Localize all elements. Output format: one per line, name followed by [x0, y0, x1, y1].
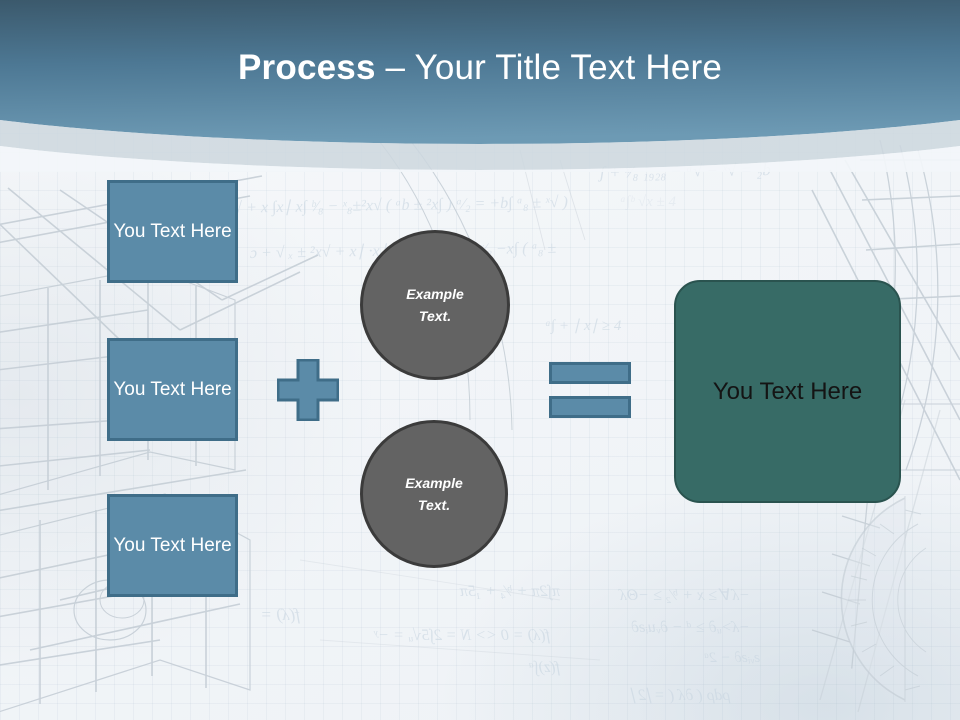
- header-shape: [0, 0, 960, 172]
- svg-text:f(ʎ) =: f(ʎ) =: [261, 605, 300, 624]
- equals-bar-bottom: [549, 396, 631, 418]
- example-circle-2[interactable]: Example Text.: [360, 420, 508, 568]
- input-box-1-label: You Text Here: [113, 220, 232, 242]
- svg-text:ρdρ ( ∂ʎ ( =∣2∣: ρdρ ( ∂ʎ ( =∣2∣: [630, 687, 731, 704]
- svg-text:f(ʎ) = 0 <> N = 2∫5√ᵤ = −ʸ: f(ʎ) = 0 <> N = 2∫5√ᵤ = −ʸ: [373, 627, 550, 645]
- svg-text:ƨᵥᵢƨ∂ − 2ᵃ: ƨᵥᵢƨ∂ − 2ᵃ: [703, 650, 760, 666]
- page-title: Process – Your Title Text Here: [0, 46, 960, 90]
- input-box-2-label: You Text Here: [113, 378, 232, 400]
- plus-operator-icon: [277, 359, 339, 421]
- example-circle-2-line2: Text.: [417, 497, 451, 513]
- title-bold-part: Process: [238, 48, 376, 87]
- input-box-3[interactable]: You Text Here: [107, 494, 238, 597]
- example-circle-1[interactable]: Example Text.: [360, 230, 510, 380]
- svg-text:−ʎ∀ ≥ x + ᵇ⁄₂ ≥ −Θʎ: −ʎ∀ ≥ x + ᵇ⁄₂ ≥ −Θʎ: [618, 587, 750, 604]
- title-separator: –: [375, 48, 415, 87]
- svg-text:ᵃ∫ + ∣ x∣ ≥ 4: ᵃ∫ + ∣ x∣ ≥ 4: [545, 318, 622, 334]
- svg-text:π∫2π + ᵇ⁄₄ + ₁5π: π∫2π + ᵇ⁄₄ + ₁5π: [459, 583, 560, 601]
- svg-text:−ʎ>ᵤ∂ ≥ ᵈ − ∂ᵥuᵢƨ∂: −ʎ>ᵤ∂ ≥ ᵈ − ∂ᵥuᵢƨ∂: [631, 619, 750, 636]
- equals-bar-top: [549, 362, 631, 384]
- input-box-3-label: You Text Here: [113, 534, 232, 556]
- result-box[interactable]: You Text Here: [674, 280, 901, 503]
- svg-text:ᵃ∫ᵇ √x ± 4: ᵃ∫ᵇ √x ± 4: [620, 194, 676, 210]
- title-rest-part: Your Title Text Here: [414, 48, 722, 87]
- slide-header: Process – Your Title Text Here: [0, 0, 960, 172]
- equals-operator-icon: [549, 362, 631, 418]
- example-circle-1-line1: Example: [406, 286, 464, 302]
- example-circle-2-line1: Example: [405, 475, 463, 491]
- example-circle-1-line2: Text.: [418, 308, 452, 324]
- result-box-label: You Text Here: [712, 377, 863, 405]
- input-box-1[interactable]: You Text Here: [107, 180, 238, 283]
- input-box-2[interactable]: You Text Here: [107, 338, 238, 441]
- svg-text:f(z)∫ᵃ: f(z)∫ᵃ: [528, 659, 560, 677]
